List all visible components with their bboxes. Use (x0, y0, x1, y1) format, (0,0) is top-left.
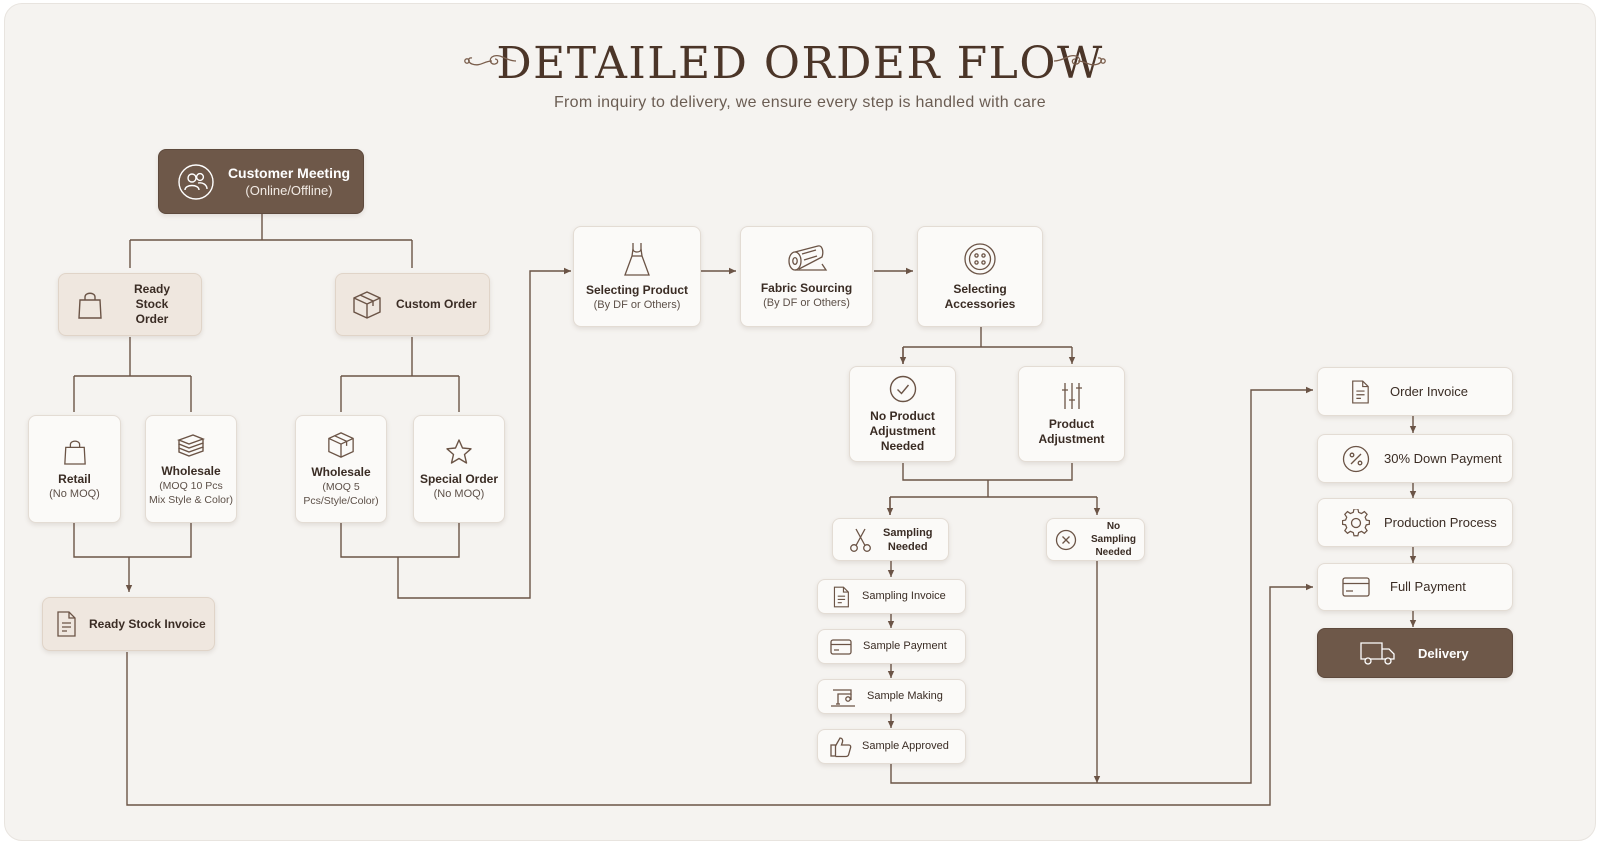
ready-stock-invoice-label: Ready Stock Invoice (89, 616, 206, 631)
sampling-needed-node: Sampling Needed (832, 518, 949, 561)
connector-custom-split (340, 337, 460, 412)
x-circle-icon (1055, 529, 1077, 551)
right-flourish-icon (1053, 54, 1106, 66)
customer-meeting-label: Customer Meeting (227, 164, 351, 181)
sewing-machine-icon (830, 686, 856, 708)
delivery-label: Delivery (1418, 645, 1469, 661)
selecting-product-label: Selecting Product (585, 283, 689, 297)
delivery-node: Delivery (1317, 628, 1513, 678)
connector-custom-merge (340, 271, 571, 599)
customer-meeting-sub: (Online/Offline) (245, 182, 333, 198)
card-icon (830, 638, 852, 655)
connector-approved-order (890, 386, 1313, 784)
wholesale-custom-sub: (MOQ 5 Pcs/Style/Color) (303, 480, 379, 507)
selecting-accessories-label: Selecting Accessories (944, 281, 1016, 311)
no-sampling-needed-label: No Sampling Needed (1090, 521, 1136, 558)
connector-invoice-full (126, 583, 1313, 806)
star-icon (445, 438, 473, 466)
no-product-adjustment-node: No Product Adjustment Needed (849, 366, 956, 462)
order-invoice-label: Order Invoice (1390, 383, 1469, 399)
invoice-icon (832, 586, 850, 608)
full-payment-label: Full Payment (1390, 579, 1466, 594)
full-payment-node: Full Payment (1317, 563, 1513, 611)
connector-adjust-merge (889, 463, 1097, 515)
page-title: DETAILED ORDER FLOW (496, 38, 1104, 89)
customer-meeting-node: Customer Meeting (Online/Offline) (158, 149, 364, 214)
percent-icon (1342, 445, 1370, 473)
sample-payment-node: Sample Payment (817, 629, 966, 664)
ready-stock-invoice-node: Ready Stock Invoice (42, 597, 215, 651)
stacked-fabric-icon (176, 432, 206, 458)
wholesale-ready-node: Wholesale (MOQ 10 Pcs Mix Style & Color) (145, 415, 237, 523)
sample-approved-label: Sample Approved (862, 740, 949, 752)
selecting-product-node: Selecting Product (By DF or Others) (573, 226, 701, 327)
retail-sub: (No MOQ) (49, 487, 100, 500)
sample-payment-label: Sample Payment (863, 640, 947, 652)
invoice-icon (1350, 380, 1370, 404)
dress-icon (623, 241, 651, 277)
fabric-sourcing-label: Fabric Sourcing (760, 281, 853, 295)
special-order-sub: (No MOQ) (433, 487, 485, 500)
wholesale-custom-node: Wholesale (MOQ 5 Pcs/Style/Color) (295, 415, 387, 523)
card-icon (1342, 577, 1370, 597)
check-circle-icon (889, 375, 917, 403)
gear-icon (1342, 508, 1370, 537)
retail-node: Retail (No MOQ) (28, 415, 121, 523)
wholesale-custom-label: Wholesale (311, 464, 371, 479)
product-adjustment-label: Product Adjustment (1038, 417, 1105, 446)
production-process-label: Production Process (1384, 514, 1497, 530)
shopping-bag-icon (63, 438, 87, 466)
custom-order-node: Custom Order (335, 273, 490, 336)
wholesale-ready-label: Wholesale (161, 463, 221, 478)
sampling-invoice-node: Sampling Invoice (817, 579, 966, 614)
thumbs-up-icon (830, 736, 852, 758)
production-process-node: Production Process (1317, 498, 1513, 547)
connector-ready-merge (73, 523, 192, 592)
sample-approved-node: Sample Approved (817, 729, 966, 764)
shopping-bag-icon (77, 290, 103, 320)
sampling-needed-label: Sampling Needed (883, 526, 933, 553)
ready-stock-order-node: Ready Stock Order (58, 273, 202, 336)
retail-label: Retail (58, 471, 91, 486)
scissors-icon (849, 527, 873, 553)
connector-accessories-split (902, 327, 1072, 364)
button-icon (963, 242, 997, 276)
selecting-accessories-node: Selecting Accessories (917, 226, 1043, 327)
sliders-icon (1059, 381, 1085, 411)
truck-icon (1360, 640, 1396, 666)
special-order-node: Special Order (No MOQ) (413, 415, 505, 523)
wholesale-ready-sub: (MOQ 10 Pcs Mix Style & Color) (148, 479, 233, 506)
sample-making-label: Sample Making (867, 690, 943, 702)
connector-meeting (129, 214, 413, 268)
ready-stock-order-label: Ready Stock Order (133, 282, 171, 326)
custom-order-label: Custom Order (396, 297, 477, 311)
down-payment-node: 30% Down Payment (1317, 434, 1513, 483)
fabric-sourcing-node: Fabric Sourcing (By DF or Others) (740, 226, 873, 327)
no-product-adjustment-label: No Product Adjustment Needed (869, 408, 936, 453)
down-payment-label: 30% Down Payment (1384, 450, 1502, 466)
no-sampling-needed-node: No Sampling Needed (1046, 518, 1145, 561)
diagram-canvas (4, 3, 1596, 841)
order-invoice-node: Order Invoice (1317, 367, 1513, 416)
connector-ready-split (73, 337, 192, 412)
box-icon (352, 290, 382, 320)
invoice-icon (55, 611, 77, 637)
box-icon (327, 431, 355, 459)
page-subtitle: From inquiry to delivery, we ensure ever… (553, 94, 1046, 111)
special-order-label: Special Order (419, 471, 499, 486)
selecting-product-sub: (By DF or Others) (593, 299, 681, 311)
fabric-roll-icon (786, 243, 828, 275)
people-icon (177, 163, 215, 201)
left-flourish-icon (464, 54, 517, 66)
sampling-invoice-label: Sampling Invoice (862, 590, 946, 602)
product-adjustment-node: Product Adjustment (1018, 366, 1125, 462)
sample-making-node: Sample Making (817, 679, 966, 714)
fabric-sourcing-sub: (By DF or Others) (763, 297, 850, 309)
